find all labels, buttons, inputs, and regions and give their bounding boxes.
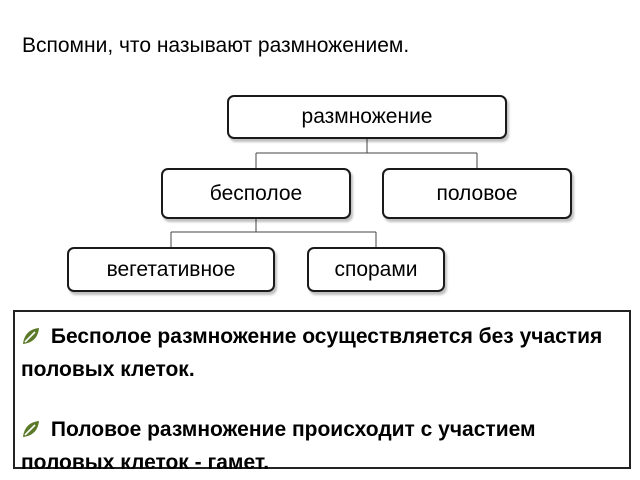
node-spores: спорами <box>307 247 445 292</box>
asexual-definition-text: Бесполое размножение осуществляется без … <box>21 325 603 381</box>
node-asexual: бесполое <box>161 168 351 219</box>
node-vegetative: вегетативное <box>67 247 275 292</box>
node-reproduction: размножение <box>227 95 507 139</box>
sexual-definition: Половое размножение происходит с участие… <box>21 415 623 478</box>
asexual-definition: Бесполое размножение осуществляется без … <box>21 322 623 385</box>
question-text: Вспомни, что называют размножением. <box>22 34 410 57</box>
leaf-bullet-icon <box>21 418 41 448</box>
leaf-bullet-icon <box>21 325 41 355</box>
definitions-box: Бесполое размножение осуществляется без … <box>13 310 631 474</box>
sexual-definition-text: Половое размножение происходит с участие… <box>21 418 536 474</box>
node-sexual: половое <box>382 168 572 219</box>
